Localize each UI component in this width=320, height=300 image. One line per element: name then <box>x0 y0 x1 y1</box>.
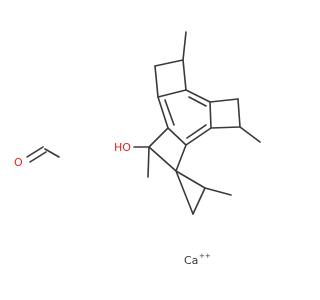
calcium-charge-label: ++ <box>199 252 211 260</box>
bond-r1 <box>209 98 239 103</box>
bond-l3 <box>175 144 187 172</box>
calcium-label: Ca <box>184 254 198 267</box>
bond-co-1 <box>26 146 44 158</box>
aldehyde-oxygen-label: O <box>14 156 23 169</box>
bond-b3 <box>209 101 212 129</box>
bond-ch <box>44 148 60 158</box>
calcium-ion: Ca ++ <box>184 252 211 267</box>
bond-r3 <box>210 126 241 129</box>
bond-r2 <box>237 98 241 128</box>
bond-b2 <box>185 89 211 103</box>
bond-r-methyl <box>239 126 261 143</box>
ring-cyclopropane <box>175 170 232 215</box>
bond-b4 <box>185 127 212 146</box>
bond-u1 <box>182 31 187 61</box>
bond-co-2 <box>29 151 47 163</box>
ring-benzene <box>157 89 212 146</box>
bond-b5 <box>167 127 187 146</box>
formaldehyde: O <box>14 146 60 169</box>
bond-c2 <box>192 187 206 215</box>
ring-lower-cyclobutane: HO <box>114 127 187 178</box>
bond-l2 <box>148 146 177 172</box>
bond-u4 <box>182 59 187 91</box>
bond-c-methyl <box>204 187 232 196</box>
bond-b2d <box>188 96 207 107</box>
bond-l1 <box>148 127 169 148</box>
ring-right-cyclobutane <box>209 98 261 143</box>
bond-b6 <box>157 96 169 129</box>
bond-b1 <box>157 89 187 98</box>
bond-c1 <box>175 170 194 215</box>
bond-l-methyl <box>147 146 150 178</box>
hydroxyl-label: HO <box>114 141 131 154</box>
bond-b6d <box>164 99 175 126</box>
bond-u3 <box>154 65 159 98</box>
bond-b4d <box>186 124 207 139</box>
bond-u2 <box>154 59 184 67</box>
ring-upper-cyclobutane <box>154 31 187 98</box>
structure-drawing: O <box>14 31 261 267</box>
bond-c3 <box>175 170 206 189</box>
molecule-diagram: O <box>14 31 261 267</box>
